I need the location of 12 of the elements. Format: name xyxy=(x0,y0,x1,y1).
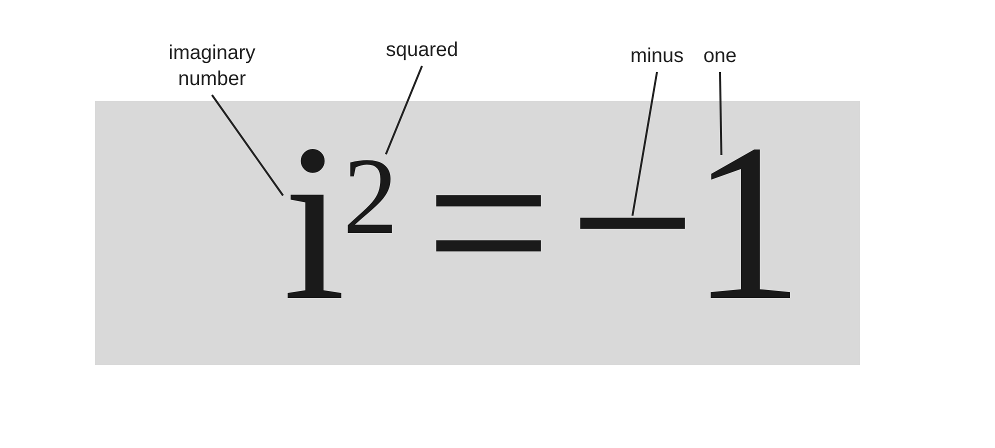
callout-label: imaginary number xyxy=(152,40,272,92)
callout-label: minus xyxy=(622,43,692,69)
leader-line xyxy=(384,66,423,155)
math-symbol: i xyxy=(283,110,346,335)
exponent: 2 xyxy=(343,141,398,251)
leader-line xyxy=(211,94,284,196)
equals-sign: = xyxy=(425,110,552,335)
leader-line xyxy=(719,72,722,156)
callout-label: squared xyxy=(372,37,472,63)
equation-panel xyxy=(95,101,860,365)
leader-line xyxy=(631,72,658,216)
callout-label: one xyxy=(695,43,745,69)
